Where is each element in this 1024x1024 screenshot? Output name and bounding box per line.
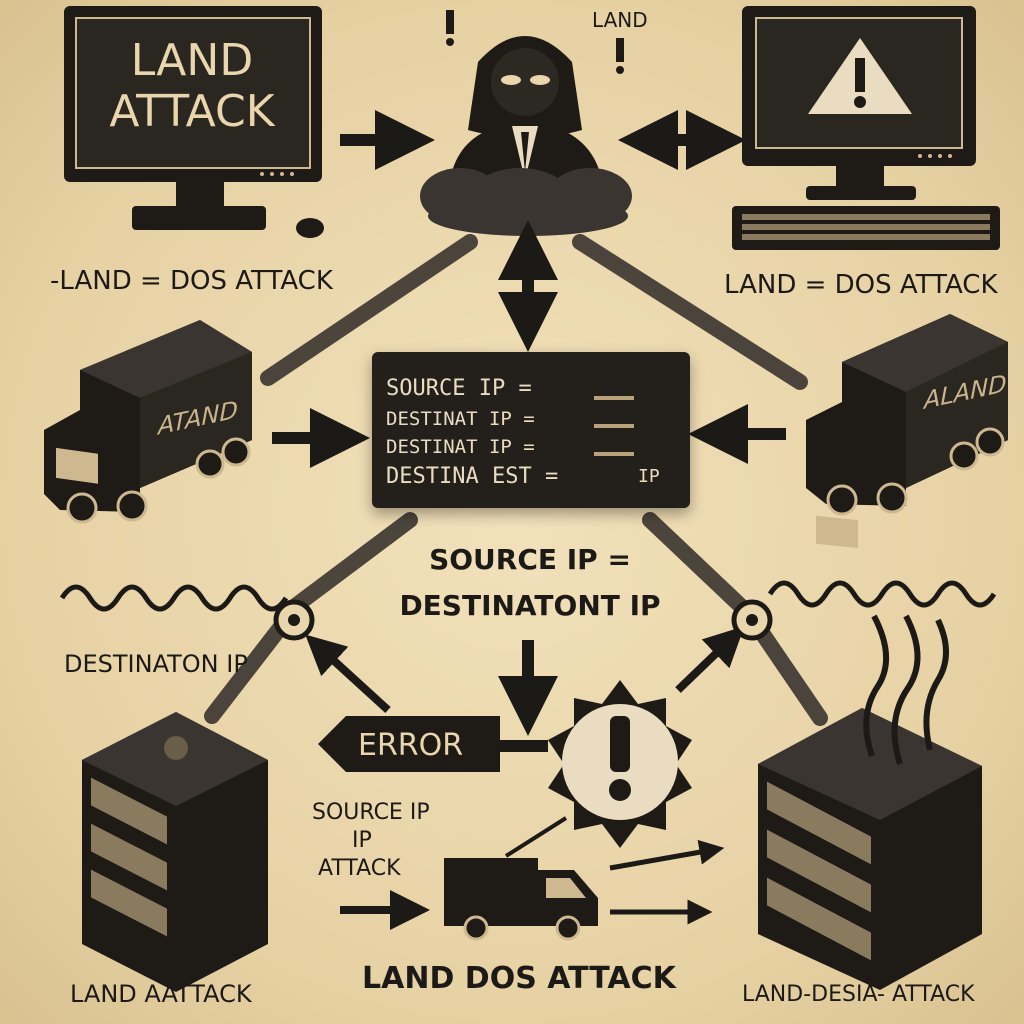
panel-line-3: DESTINAT IP = — [386, 436, 535, 458]
beam-attacker-to-left-truck — [260, 234, 478, 386]
bottom-center-caption: LAND DOS ATTACK — [362, 961, 676, 996]
bottom-note-line2: IP — [352, 828, 372, 853]
smoke-icon — [863, 614, 949, 765]
server-right-icon — [758, 614, 982, 990]
arrow-to-left-node — [305, 634, 391, 713]
signal-waves — [59, 580, 997, 612]
truck-bottom-icon — [444, 816, 598, 941]
bottom-left-caption: LAND AATTACK — [70, 980, 252, 1008]
hacker-icon — [446, 10, 624, 180]
bottom-note-line3: ATTACK — [318, 856, 401, 881]
top-label: LAND — [592, 8, 648, 32]
right-caption: LAND = DOS ATTACK — [724, 270, 998, 300]
screen-title: LAND ATTACK — [74, 35, 310, 137]
center-heading-line1: SOURCE IP = — [429, 543, 631, 576]
arrow-truck-to-server-top — [609, 839, 725, 871]
error-tag — [318, 716, 500, 772]
packet-header-panel: SOURCE IP = DESTINAT IP = DESTINAT IP = … — [372, 352, 690, 508]
bottom-note-line1: SOURCE IP — [312, 800, 430, 825]
monitor-land-attack — [64, 6, 324, 238]
truck-right-icon — [806, 314, 1008, 549]
alert-badge-icon — [548, 680, 692, 848]
center-heading-line2: DESTINATONT IP — [399, 589, 661, 622]
beam-right-node-to-server — [752, 622, 828, 726]
cloud-icon — [420, 168, 632, 236]
monitor-warning — [732, 6, 1000, 250]
node-right-icon — [731, 599, 773, 641]
panel-line-4: DESTINA EST = — [386, 464, 559, 489]
beam-left-node-to-server — [204, 620, 288, 724]
wave-left — [59, 584, 289, 612]
error-label: ERROR — [358, 728, 464, 763]
panel-line-1: SOURCE IP = — [386, 376, 532, 401]
panel-dash — [594, 424, 634, 428]
server-left-icon — [82, 712, 268, 992]
screen-title-line2: ATTACK — [109, 85, 275, 137]
connector-beams — [204, 234, 828, 726]
node-left-icon — [273, 599, 315, 641]
left-caption: -LAND = DOS ATTACK — [50, 266, 333, 296]
screen-title-line1: LAND — [130, 35, 254, 86]
panel-line-2: DESTINAT IP = — [386, 408, 535, 430]
panel-dash — [594, 452, 634, 456]
arrow-to-right-node — [675, 626, 745, 693]
flow-arrows — [272, 110, 786, 930]
beam-attacker-to-right-truck — [572, 234, 808, 390]
wave-right — [767, 580, 997, 608]
bottom-right-caption: LAND-DESIA- ATTACK — [742, 982, 975, 1007]
panel-line-4-suffix: IP — [638, 466, 660, 487]
panel-dash — [594, 396, 634, 400]
truck-left-icon — [44, 320, 252, 524]
destination-label: DESTINATON IP — [64, 650, 248, 678]
beam-panel-to-left-node — [282, 512, 418, 618]
beam-panel-to-right-node — [642, 512, 753, 618]
